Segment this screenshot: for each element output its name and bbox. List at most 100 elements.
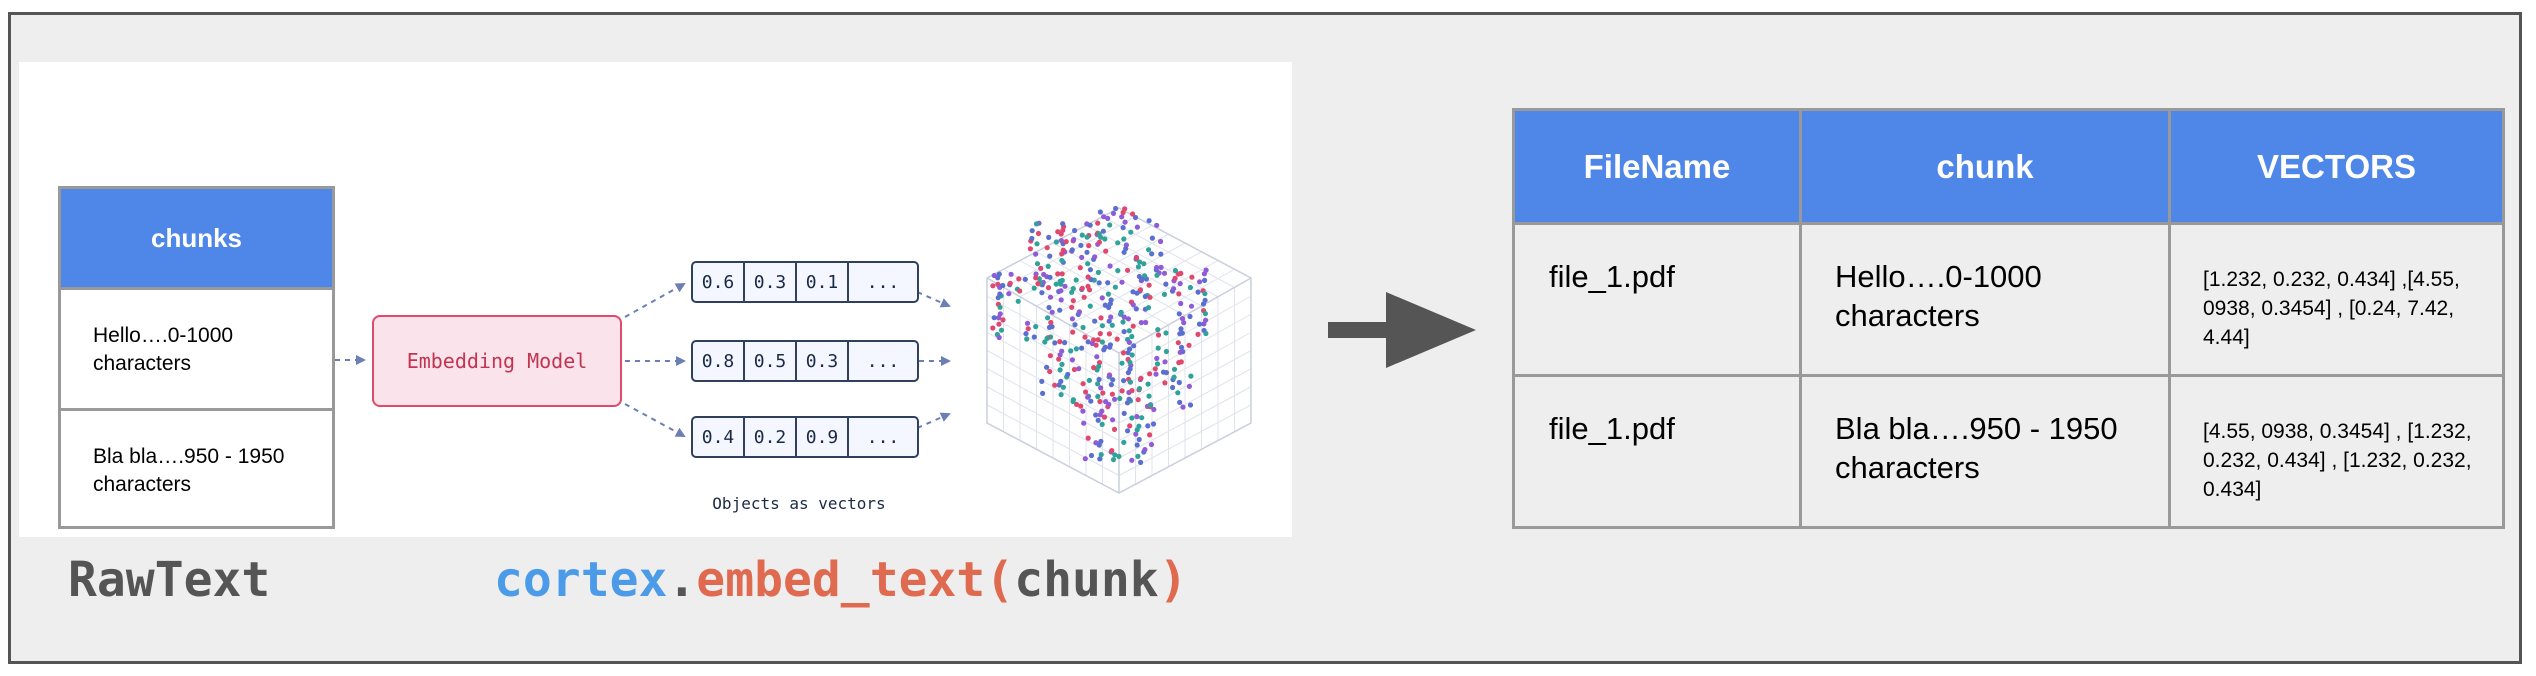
vector-point bbox=[1162, 359, 1168, 365]
right-arrow-icon bbox=[1328, 292, 1476, 368]
vector-point bbox=[1163, 348, 1169, 355]
vector-point bbox=[1097, 456, 1103, 462]
vector-point bbox=[1047, 274, 1053, 280]
cell-vectors: [4.55, 0938, 0.3454] , [1.232, 0.232, 0.… bbox=[2168, 374, 2505, 529]
vector-point bbox=[1175, 390, 1181, 396]
vector-point bbox=[1049, 309, 1055, 315]
vector-value: 0.6 bbox=[691, 261, 745, 303]
vector-point bbox=[1158, 264, 1164, 270]
vector-point bbox=[1121, 410, 1127, 416]
vector-point bbox=[1055, 229, 1061, 235]
vector-point bbox=[1114, 336, 1120, 342]
vector-point bbox=[1078, 242, 1084, 248]
vector-point bbox=[1130, 302, 1136, 308]
vector-point bbox=[1180, 404, 1186, 410]
vector-point bbox=[1070, 298, 1076, 304]
cell-filename: file_1.pdf bbox=[1512, 374, 1802, 529]
vector-point bbox=[1095, 393, 1101, 400]
vector-point bbox=[1068, 348, 1074, 354]
code-function: embed_text bbox=[696, 552, 986, 608]
vector-point bbox=[1076, 366, 1082, 372]
vector-point bbox=[1132, 214, 1139, 221]
vector-point bbox=[1119, 214, 1125, 220]
vector-point bbox=[1134, 414, 1140, 420]
vector-point bbox=[1202, 291, 1208, 297]
vector-point bbox=[1176, 379, 1182, 386]
vector-point bbox=[1059, 348, 1065, 354]
cell-filename: file_1.pdf bbox=[1512, 222, 1802, 377]
vector-point bbox=[1136, 436, 1142, 443]
vector-point bbox=[1138, 459, 1144, 465]
vector-point bbox=[1133, 431, 1139, 437]
vector-point bbox=[1046, 304, 1052, 311]
vector-point bbox=[1105, 280, 1111, 286]
vector-point bbox=[1062, 283, 1068, 289]
vector-point bbox=[1202, 297, 1208, 303]
vector-point bbox=[1079, 285, 1085, 291]
vector-point bbox=[1096, 231, 1102, 237]
vector-point bbox=[1142, 273, 1148, 279]
vector-point bbox=[1038, 265, 1044, 271]
vector-point bbox=[1105, 291, 1111, 297]
vector-point bbox=[1135, 264, 1141, 270]
vector-point bbox=[1085, 283, 1091, 289]
vector-point bbox=[1044, 364, 1050, 370]
vector-point bbox=[1197, 279, 1203, 285]
vector-point bbox=[1092, 318, 1098, 324]
vector-point bbox=[996, 321, 1002, 327]
vector-row-3: 0.4 0.2 0.9 ... bbox=[691, 416, 919, 458]
vector-point bbox=[1145, 381, 1151, 387]
vector-point bbox=[1149, 235, 1155, 241]
vector-point bbox=[1062, 340, 1068, 346]
vector-point bbox=[1133, 306, 1139, 312]
cell-vectors: [1.232, 0.232, 0.434] ,[4.55, 0938, 0.34… bbox=[2168, 222, 2505, 377]
vector-point bbox=[1085, 394, 1091, 400]
vector-point bbox=[1107, 222, 1113, 228]
vector-point bbox=[1111, 426, 1118, 432]
vector-point bbox=[1177, 281, 1183, 287]
vector-point bbox=[1176, 291, 1182, 297]
vector-point bbox=[1202, 277, 1208, 283]
vector-point bbox=[1129, 333, 1135, 340]
vector-point bbox=[1179, 316, 1186, 322]
vector-point bbox=[1076, 309, 1082, 315]
vector-point bbox=[1006, 291, 1012, 297]
vector-point bbox=[1096, 239, 1102, 245]
vector-point bbox=[1024, 336, 1030, 342]
vector-point bbox=[997, 304, 1003, 310]
vector-point bbox=[1059, 271, 1065, 277]
vector-point bbox=[1033, 275, 1039, 281]
vector-point bbox=[1081, 420, 1087, 426]
vector-point bbox=[1088, 452, 1095, 459]
vector-point bbox=[1119, 388, 1125, 394]
code-object: cortex bbox=[494, 552, 668, 608]
vector-point bbox=[1025, 326, 1031, 332]
vector-point bbox=[1126, 339, 1132, 345]
vector-point bbox=[1163, 281, 1169, 287]
vector-point bbox=[1017, 288, 1023, 294]
vector-point bbox=[1034, 241, 1040, 247]
vector-ellipsis: ... bbox=[847, 416, 919, 458]
vector-point bbox=[1056, 356, 1062, 362]
vector-point bbox=[1127, 423, 1133, 429]
vector-point bbox=[1085, 435, 1091, 441]
vector-point bbox=[1178, 300, 1184, 307]
vector-value: 0.2 bbox=[743, 416, 797, 458]
vector-point bbox=[1188, 373, 1194, 379]
vector-point bbox=[1022, 276, 1028, 282]
vector-point bbox=[1080, 324, 1086, 331]
vector-point bbox=[1112, 396, 1118, 402]
vector-point bbox=[1117, 395, 1123, 402]
vector-point bbox=[1141, 261, 1147, 267]
vector-point bbox=[1093, 412, 1099, 418]
vector-point bbox=[1071, 237, 1077, 243]
vector-point bbox=[1123, 246, 1129, 252]
vector-point bbox=[1138, 320, 1144, 326]
vector-point bbox=[1035, 281, 1041, 287]
vector-point bbox=[1154, 222, 1160, 228]
vector-point bbox=[1070, 286, 1076, 292]
vector-point bbox=[1008, 271, 1014, 277]
vector-point bbox=[1052, 382, 1058, 388]
vector-value: 0.3 bbox=[795, 340, 849, 382]
vector-point bbox=[1142, 293, 1148, 300]
